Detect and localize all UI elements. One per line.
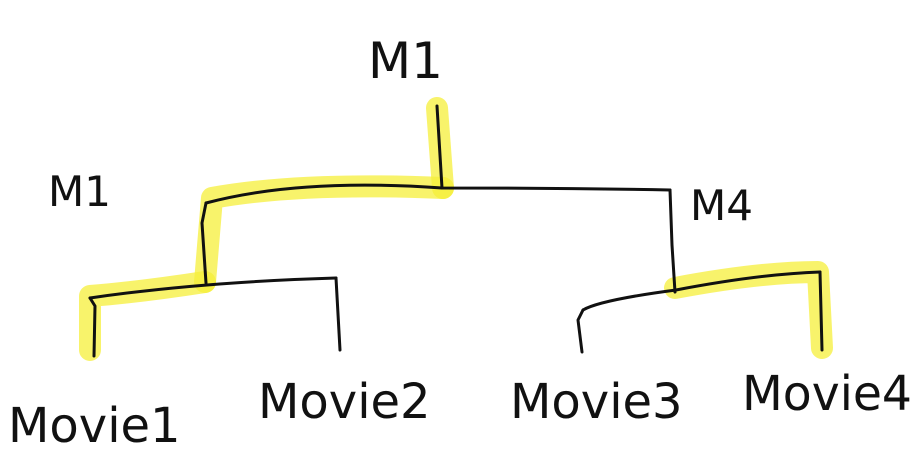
movie3-drop-line	[576, 308, 585, 354]
movie1-drop-line	[88, 296, 97, 358]
top-horizontal-line	[204, 183, 672, 205]
bracket-lines	[88, 104, 824, 358]
root-stem-line	[435, 104, 444, 190]
right-subtree-stem-line	[668, 188, 677, 294]
left-subtree-stem-line	[200, 201, 208, 285]
right-pair-horizontal-line	[581, 270, 822, 312]
highlight-movie1-path	[79, 271, 216, 361]
movie2-drop-line	[334, 276, 342, 352]
left-pair-horizontal-line	[88, 276, 338, 300]
highlight-left-branch	[194, 175, 454, 293]
leaf-label-movie4: Movie4	[742, 366, 912, 422]
left-internal-node-label: M1	[48, 167, 111, 216]
root-node-label: M1	[368, 32, 443, 90]
right-internal-node-label: M4	[690, 181, 753, 230]
leaf-label-movie2: Movie2	[258, 374, 431, 430]
leaf-label-movie3: Movie3	[510, 374, 683, 430]
movie4-drop-line	[818, 270, 824, 352]
highlight-movie4-path	[664, 261, 833, 359]
leaf-label-movie1: Movie1	[8, 398, 181, 454]
node-labels: M1 M1 M4 Movie1 Movie2 Movie3 Movie4	[8, 32, 912, 454]
